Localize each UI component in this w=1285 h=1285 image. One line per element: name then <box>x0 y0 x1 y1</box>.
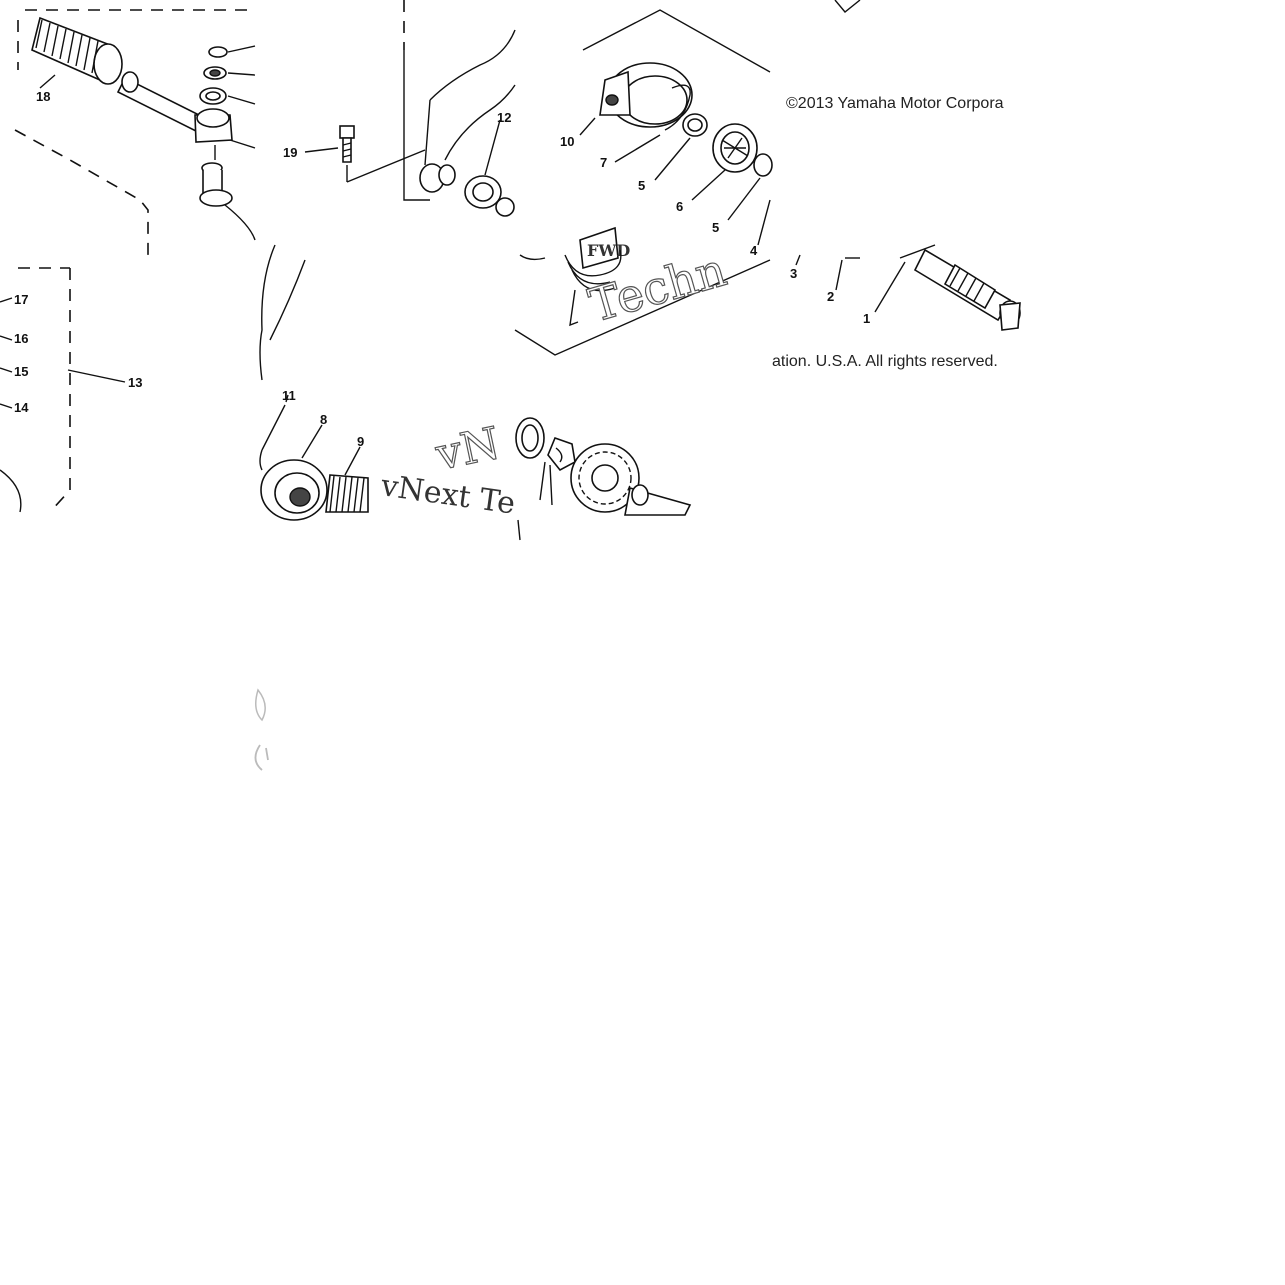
callout-17: 17 <box>14 292 28 307</box>
fwd-tag-label: FWD <box>587 241 630 260</box>
gear-9 <box>325 474 369 513</box>
callout-11: 11 <box>282 388 296 403</box>
watermark-vn: vN <box>431 418 505 481</box>
callout-19: 19 <box>283 145 297 160</box>
callout-8: 8 <box>320 412 327 427</box>
callout-16: 16 <box>14 331 28 346</box>
kick-pedal-grip <box>31 16 123 85</box>
tile-bracket-13: 13 17 16 15 14 <box>0 267 142 513</box>
callout-9: 9 <box>357 434 364 449</box>
callout-7: 7 <box>600 155 607 170</box>
copyright-bottom: ation. U.S.A. All rights reserved. <box>772 353 998 370</box>
kick-axle-1 <box>913 248 1021 331</box>
callout-1: 1 <box>863 311 870 326</box>
tile-kick-gear: vN <box>430 417 692 541</box>
callout-13: 13 <box>128 375 142 390</box>
callout-12: 12 <box>497 110 511 125</box>
callout-3: 3 <box>790 266 797 281</box>
kick-gear <box>570 443 640 513</box>
oil-seal-12 <box>464 175 515 217</box>
callout-6: 6 <box>676 199 683 214</box>
tile-kick-shaft: ©2013 Yamaha Motor Corpora 3 2 1 ation. … <box>772 0 1021 370</box>
callout-4: 4 <box>750 243 758 258</box>
callout-18: 18 <box>36 89 50 104</box>
collar-8 <box>260 459 328 521</box>
bolt-19 <box>339 125 355 163</box>
return-spring-fwd: FWD <box>564 226 630 327</box>
callout-5a: 5 <box>638 178 645 193</box>
tile-cover-and-spring: 10 7 5 6 5 4 FWD Te <box>514 9 773 356</box>
tile-kick-pedal: 18 <box>14 9 256 260</box>
callout-10: 10 <box>560 134 574 149</box>
callout-14: 14 <box>14 400 29 415</box>
callout-2: 2 <box>827 289 834 304</box>
ratchet-6 <box>712 123 758 173</box>
copyright-top: ©2013 Yamaha Motor Corpora <box>786 95 1004 112</box>
watermark-fragments <box>254 688 269 771</box>
callout-15: 15 <box>14 364 28 379</box>
callout-5b: 5 <box>712 220 719 235</box>
tile-bolt-and-seal: 19 12 <box>259 0 516 381</box>
kick-cover-10 <box>599 62 693 128</box>
